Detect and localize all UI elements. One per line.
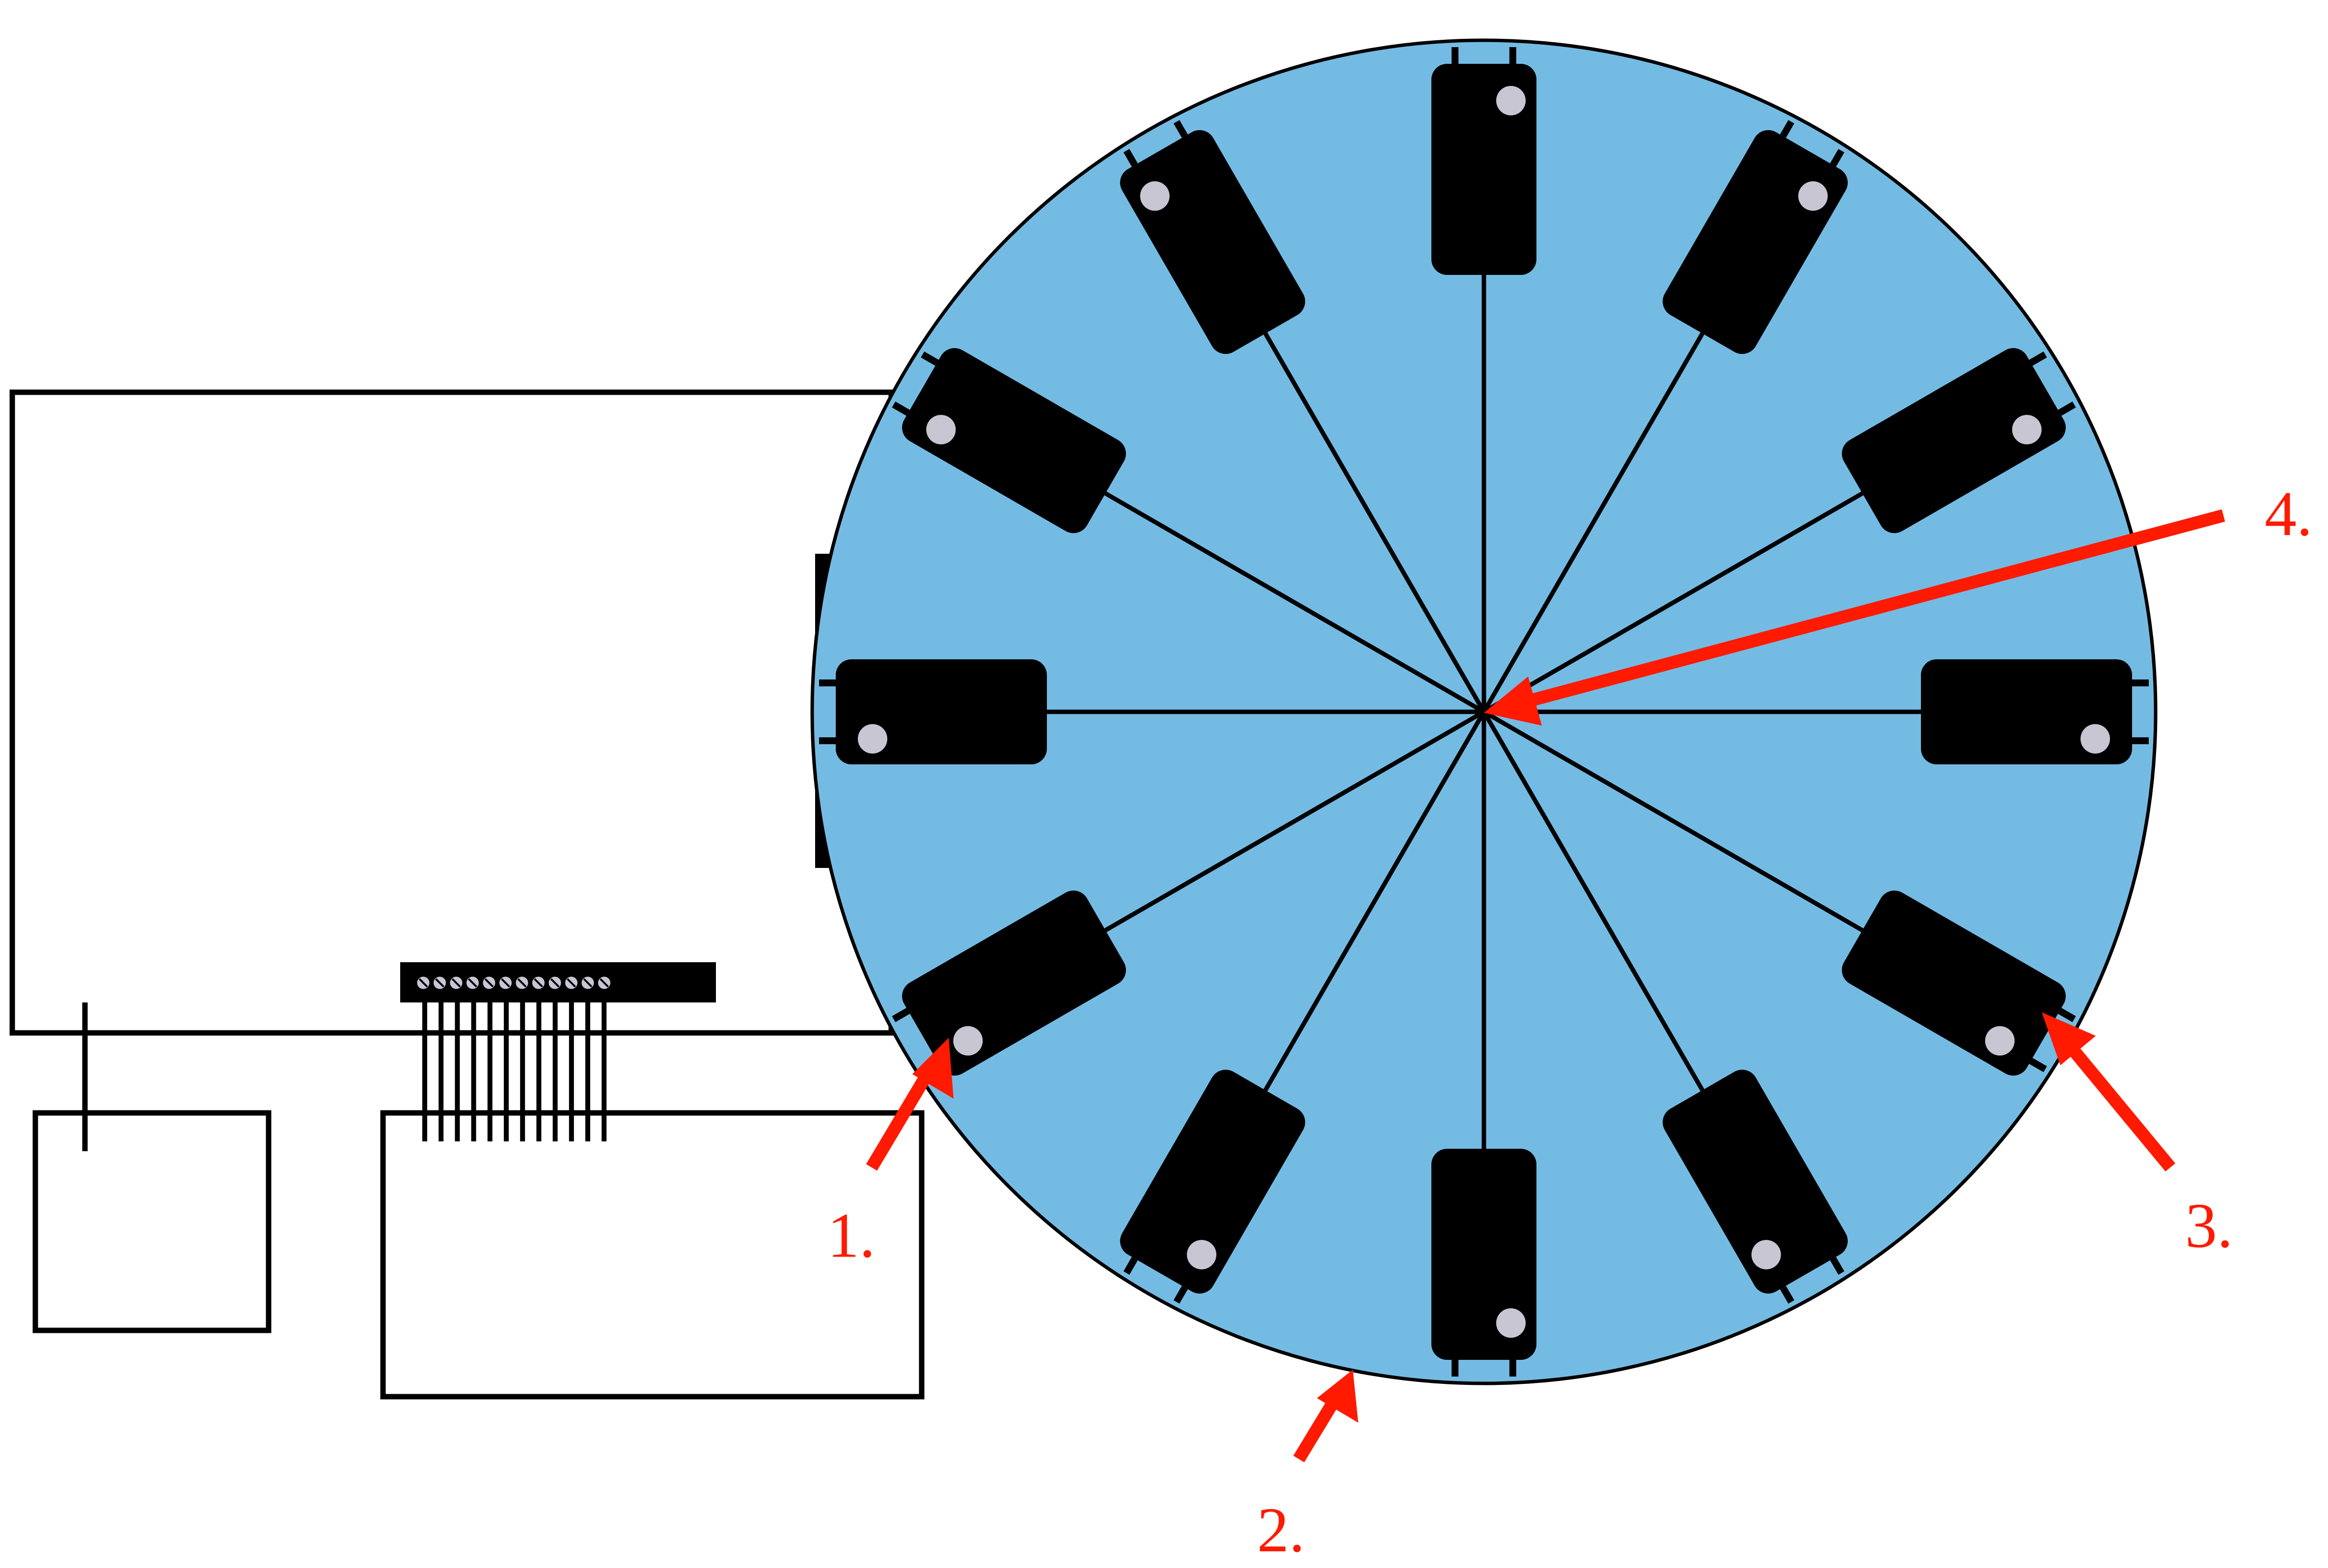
callout-label-4: 4. bbox=[2265, 479, 2313, 549]
sample-module bbox=[1663, 120, 1848, 354]
terminal-screw bbox=[548, 976, 561, 989]
sample-module bbox=[1431, 1149, 1536, 1377]
module-indicator-dot bbox=[953, 1026, 983, 1056]
disc-spoke bbox=[1482, 332, 1704, 713]
module-indicator-dot bbox=[2012, 415, 2042, 445]
sample-module bbox=[1921, 659, 2149, 764]
module-indicator-dot bbox=[858, 724, 887, 754]
sample-module bbox=[1663, 1069, 1848, 1304]
module-group bbox=[819, 47, 2149, 1377]
disc-spoke bbox=[1263, 332, 1486, 713]
arrow-3-head bbox=[2042, 1012, 2096, 1065]
sample-module bbox=[1120, 1069, 1305, 1304]
disc-spoke bbox=[1104, 710, 1485, 932]
terminal-screw bbox=[417, 976, 430, 989]
terminal-screw bbox=[516, 976, 528, 989]
module-indicator-dot bbox=[1751, 1240, 1781, 1270]
module-indicator-dot bbox=[926, 415, 956, 445]
callout-label-2: 2. bbox=[1257, 1495, 1305, 1566]
disc-spoke bbox=[1263, 710, 1486, 1092]
terminal-screw bbox=[581, 976, 594, 989]
terminal-screw bbox=[483, 976, 495, 989]
disc-spoke bbox=[1104, 491, 1485, 714]
terminal-block-group bbox=[400, 962, 716, 1141]
controller-box bbox=[380, 1110, 925, 1400]
terminal-screw bbox=[466, 976, 479, 989]
disc-spoke bbox=[1482, 491, 1864, 714]
terminal-screw bbox=[434, 976, 446, 989]
terminal-screw bbox=[532, 976, 545, 989]
module-indicator-dot bbox=[1798, 181, 1828, 211]
module-indicator-dot bbox=[1496, 86, 1526, 115]
module-indicator-dot bbox=[1140, 181, 1170, 211]
base-housing bbox=[9, 389, 894, 1036]
module-indicator-dot bbox=[1187, 1240, 1217, 1270]
callout-label-1: 1. bbox=[827, 1200, 876, 1271]
arrow-3 bbox=[2064, 1041, 2176, 1172]
sample-module bbox=[1841, 348, 2076, 533]
terminal-screw bbox=[565, 976, 577, 989]
sample-module bbox=[1120, 120, 1305, 354]
sample-module bbox=[1841, 891, 2076, 1076]
terminal-screw bbox=[450, 976, 463, 989]
terminal-screw bbox=[598, 976, 610, 989]
terminal-screw bbox=[499, 976, 512, 989]
arrow-2-head bbox=[1317, 1370, 1358, 1423]
sample-module bbox=[1431, 47, 1536, 275]
arrow-4-head bbox=[1484, 676, 1542, 726]
arrow-4 bbox=[1523, 509, 2225, 708]
sample-module bbox=[819, 659, 1047, 764]
arrow-1-head bbox=[912, 1038, 954, 1099]
disc-spoke bbox=[1482, 710, 1864, 932]
disc-spoke bbox=[1482, 710, 1704, 1092]
module-indicator-dot bbox=[2081, 724, 2110, 754]
small-box bbox=[32, 1110, 272, 1333]
sample-module bbox=[892, 348, 1126, 533]
module-indicator-dot bbox=[1985, 1026, 2015, 1056]
spoke-group bbox=[1047, 275, 1921, 1149]
module-indicator-dot bbox=[1496, 1308, 1526, 1338]
callout-label-3: 3. bbox=[2185, 1190, 2233, 1261]
callout-arrows bbox=[866, 509, 2225, 1462]
